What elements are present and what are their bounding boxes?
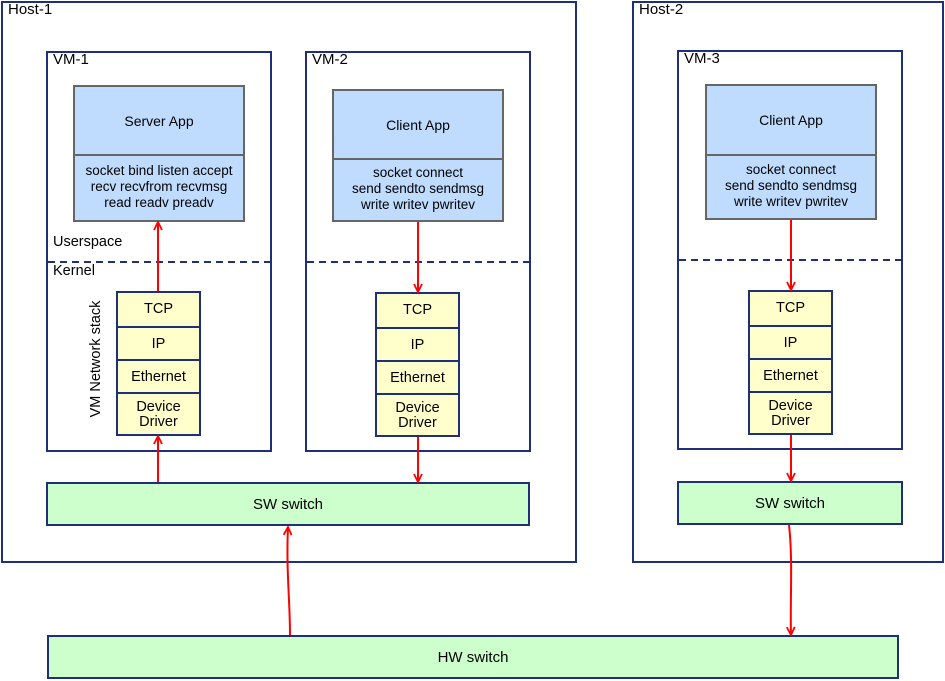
server-app-call-line: socket bind listen accept [85, 163, 233, 178]
stack-layer-tcp: TCP [776, 300, 805, 316]
network-stack-vm3: TCP IP Ethernet Device Driver [748, 290, 833, 435]
stack-layer-tcp: TCP [144, 301, 173, 317]
client-app-call-line: write writev pwritev [733, 194, 849, 209]
client-app-call-line: write writev pwritev [360, 197, 476, 212]
sw-switch-host2: SW switch [677, 481, 903, 525]
vm-2-label: VM-2 [312, 51, 348, 68]
stack-layer-ip: IP [118, 326, 199, 361]
stack-layer-ip: IP [377, 327, 458, 362]
server-app-call-line: recv recvfrom recvmsg [90, 179, 228, 194]
server-app-calls: socket bind listen accept recv recvfrom … [75, 154, 243, 220]
arrow-hw-switch-to-sw-switch-host1 [287, 527, 290, 636]
stack-layer-ip: IP [750, 325, 831, 360]
client-app-call-line: socket connect [745, 162, 837, 177]
host-1-label: Host-1 [8, 1, 53, 18]
arrow-sw-switch-host2-to-hw-switch [789, 524, 791, 635]
client-app-call-line: send sendto sendmsg [351, 181, 485, 196]
stack-layer-ethernet: Ethernet [118, 359, 199, 394]
client-app-call-line: send sendto sendmsg [724, 178, 858, 193]
stack-layer-ethernet: Ethernet [750, 358, 831, 393]
server-app-title: Server App [75, 87, 243, 156]
client-app-calls: socket connect send sendto sendmsg write… [334, 158, 502, 220]
network-stack-vm2: TCP IP Ethernet Device Driver [375, 292, 460, 437]
stack-layer-device-driver: Device Driver [750, 391, 831, 435]
network-stack-vm1: TCP IP Ethernet Device Driver [116, 291, 201, 436]
server-app-box: Server App socket bind listen accept rec… [73, 85, 245, 222]
stack-layer-ethernet: Ethernet [377, 360, 458, 395]
client-app-box-vm2: Client App socket connect send sendto se… [332, 89, 504, 222]
stack-layer-device-driver: Device Driver [118, 392, 199, 436]
stack-layer-tcp: TCP [403, 302, 432, 318]
client-app-calls: socket connect send sendto sendmsg write… [707, 154, 875, 218]
vm-3-label: VM-3 [684, 50, 720, 67]
server-app-call-line: read readv preadv [104, 195, 214, 210]
vm-1-label: VM-1 [53, 51, 89, 68]
client-app-title: Client App [707, 86, 875, 156]
userspace-label: Userspace [53, 234, 123, 250]
host-2-label: Host-2 [639, 1, 684, 18]
sw-switch-host1: SW switch [46, 482, 530, 526]
stack-layer-device-driver: Device Driver [377, 393, 458, 437]
kernel-label: Kernel [53, 263, 95, 279]
client-app-title: Client App [334, 91, 502, 160]
hw-switch: HW switch [47, 635, 899, 679]
client-app-box-vm3: Client App socket connect send sendto se… [705, 84, 877, 220]
client-app-call-line: socket connect [372, 165, 464, 180]
